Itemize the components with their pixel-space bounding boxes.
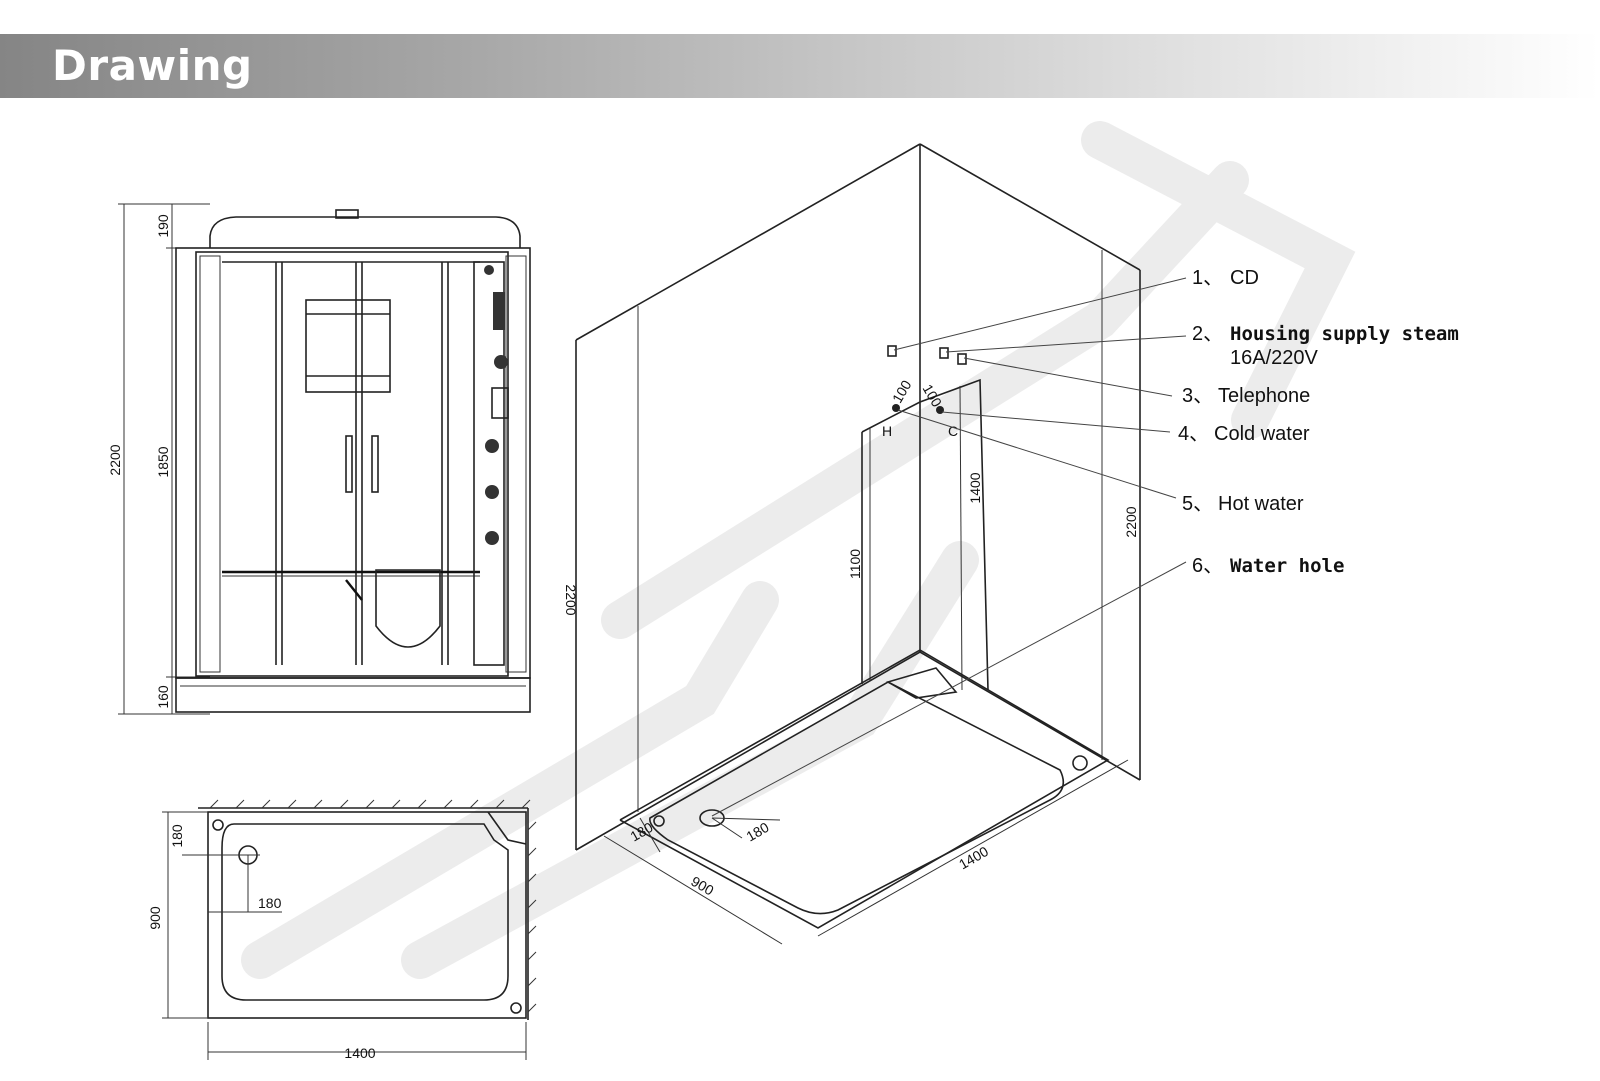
section-banner [0, 34, 1600, 98]
iso-dim-depth: 900 [688, 873, 716, 899]
front-dim-mid: 1850 [155, 446, 171, 477]
legend: 1、 CD 2、 Housing supply steam 16A/220V 3… [1178, 267, 1459, 577]
iso-view: 2200 2200 1100 1400 100 100 H C 900 1400… [563, 143, 1187, 945]
front-dim-total: 2200 [107, 444, 123, 475]
plan-dim-depth: 900 [147, 906, 163, 930]
legend-num: 1、 [1192, 267, 1223, 289]
legend-label: CD [1230, 267, 1259, 289]
iso-dim-supply-height: 1400 [967, 472, 983, 503]
legend-item-telephone: 3、 Telephone [1182, 385, 1310, 407]
plan-dim-drain-x: 180 [258, 895, 282, 911]
front-view: 2200 190 1850 160 [107, 203, 531, 715]
front-dim-base: 160 [155, 685, 171, 709]
legend-item-cold-water: 4、 Cold water [1178, 423, 1310, 445]
iso-letter-cold: C [948, 423, 958, 439]
legend-label: Hot water [1218, 493, 1304, 515]
watermark [241, 121, 1356, 979]
legend-num: 2、 [1192, 323, 1223, 345]
legend-num: 6、 [1192, 555, 1223, 577]
iso-dim-width: 1400 [956, 843, 991, 873]
legend-item-water-hole: 6、 Water hole [1192, 555, 1344, 577]
section-title: Drawing [52, 41, 253, 90]
plan-dim-width: 1400 [344, 1045, 375, 1061]
iso-dim-spacing-1: 100 [889, 377, 915, 405]
front-dim-top: 190 [155, 214, 171, 238]
legend-label: Cold water [1214, 423, 1310, 445]
iso-dim-pipe-height: 1100 [847, 549, 863, 579]
iso-dim-height-left: 2200 [563, 584, 579, 615]
legend-item-cd: 1、 CD [1192, 267, 1259, 289]
leader-lines [711, 277, 1187, 817]
legend-num: 3、 [1182, 385, 1213, 407]
plan-dim-drain-y: 180 [169, 824, 185, 848]
iso-dim-height-right: 2200 [1123, 506, 1139, 537]
iso-letter-hot: H [882, 423, 892, 439]
legend-label: Water hole [1230, 555, 1344, 577]
plan-view: 180 900 180 1400 [147, 799, 537, 1061]
legend-item-hot-water: 5、 Hot water [1182, 493, 1304, 515]
legend-label: Telephone [1218, 385, 1310, 407]
legend-sublabel: 16A/220V [1230, 347, 1319, 369]
iso-dim-drain-x: 180 [743, 819, 771, 845]
legend-num: 5、 [1182, 493, 1213, 515]
legend-item-steam: 2、 Housing supply steam 16A/220V [1192, 323, 1459, 369]
legend-num: 4、 [1178, 423, 1209, 445]
legend-label: Housing supply steam [1230, 323, 1459, 345]
